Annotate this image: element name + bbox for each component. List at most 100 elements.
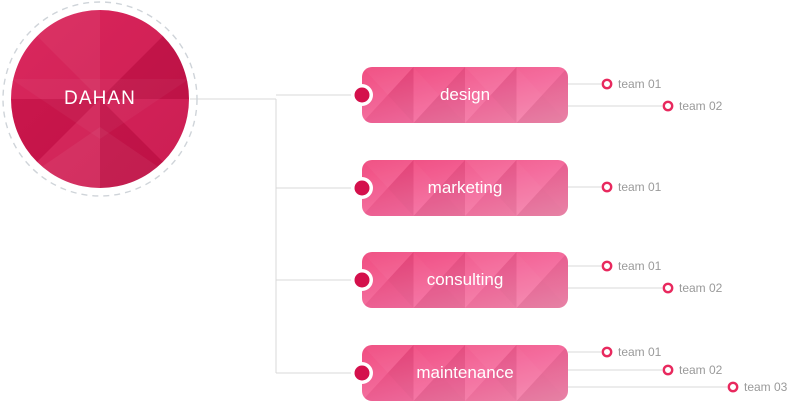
- facet-triangle: [362, 345, 414, 373]
- department-box[interactable]: [362, 67, 568, 123]
- department-box[interactable]: [362, 252, 568, 308]
- team-ring-fill: [663, 101, 673, 111]
- node-dot-design[interactable]: [354, 87, 370, 103]
- facet-triangle: [542, 345, 568, 401]
- facet-triangle: [465, 345, 491, 401]
- team-ring-icon[interactable]: [601, 181, 613, 193]
- root-facet-pattern: [11, 10, 189, 188]
- box-facet-pattern: [362, 67, 568, 123]
- team-ring-icon[interactable]: [662, 282, 674, 294]
- node-dot-maintenance[interactable]: [354, 365, 370, 381]
- facet-triangle: [465, 252, 517, 280]
- facet-triangle: [516, 95, 568, 123]
- facet-triangle: [490, 67, 517, 123]
- facet-triangle: [490, 160, 517, 216]
- facet-triangle: [465, 160, 491, 216]
- team-marker-maintenance-3[interactable]: [727, 381, 739, 393]
- team-ring-fill: [602, 182, 612, 192]
- department-node-design[interactable]: [362, 67, 568, 123]
- department-box[interactable]: [362, 160, 568, 216]
- facet-triangle: [516, 280, 568, 308]
- team-ring-fill: [663, 365, 673, 375]
- team-marker-maintenance-2[interactable]: [662, 364, 674, 376]
- box-facet-pattern: [362, 160, 568, 216]
- department-node-marketing[interactable]: [362, 160, 568, 216]
- facet-triangle: [516, 67, 568, 95]
- team-ring-fill: [663, 283, 673, 293]
- facet-triangle: [11, 79, 189, 139]
- root-dashed-ring: [2, 1, 198, 197]
- team-marker-design-2[interactable]: [662, 100, 674, 112]
- team-marker-consulting-2[interactable]: [662, 282, 674, 294]
- facet-triangle: [516, 188, 568, 216]
- team-marker-design-1[interactable]: [601, 78, 613, 90]
- department-box[interactable]: [362, 345, 568, 401]
- box-facet-pattern: [362, 252, 568, 308]
- facet-triangle: [362, 160, 388, 216]
- team-marker-consulting-1[interactable]: [601, 260, 613, 272]
- team-ring-icon[interactable]: [662, 100, 674, 112]
- facet-triangle: [439, 252, 465, 308]
- facet-triangle: [413, 345, 440, 401]
- facet-triangle: [490, 252, 517, 308]
- node-dot-marketing[interactable]: [354, 180, 370, 196]
- team-marker-maintenance-1[interactable]: [601, 346, 613, 358]
- facet-triangle: [516, 252, 543, 308]
- facet-triangle: [413, 345, 465, 373]
- facet-triangle: [542, 67, 568, 123]
- team-ring-fill: [728, 382, 738, 392]
- team-ring-fill: [602, 79, 612, 89]
- facet-triangle: [516, 67, 543, 123]
- facet-triangle: [387, 252, 414, 308]
- facet-triangle: [465, 160, 517, 188]
- department-node-consulting[interactable]: [362, 252, 568, 308]
- facet-triangle: [362, 252, 414, 280]
- team-markers: [351, 78, 739, 393]
- team-ring-icon[interactable]: [727, 381, 739, 393]
- facet-triangle: [387, 67, 414, 123]
- facet-triangle: [362, 67, 388, 123]
- root-circle: [11, 10, 189, 188]
- facet-triangle: [465, 345, 517, 373]
- facet-triangle: [413, 373, 465, 401]
- facet-triangle: [516, 160, 543, 216]
- facet-triangle: [362, 67, 414, 95]
- facet-triangle: [413, 95, 465, 123]
- connector-lines: [190, 83, 727, 388]
- facet-triangle: [516, 373, 568, 401]
- node-dot-consulting[interactable]: [354, 272, 370, 288]
- facet-triangle: [516, 345, 543, 401]
- root-node: [2, 1, 198, 197]
- facet-triangle: [490, 345, 517, 401]
- team-ring-fill: [602, 347, 612, 357]
- box-facet-pattern: [362, 345, 568, 401]
- facet-triangle: [465, 67, 517, 95]
- facet-triangle: [516, 252, 568, 280]
- team-ring-icon[interactable]: [601, 260, 613, 272]
- facet-triangle: [413, 67, 465, 95]
- facet-triangle: [516, 345, 568, 373]
- team-ring-icon[interactable]: [601, 346, 613, 358]
- facet-triangle: [11, 127, 189, 188]
- facet-triangle: [362, 160, 414, 188]
- facet-triangle: [387, 160, 414, 216]
- team-ring-fill: [602, 261, 612, 271]
- team-ring-icon[interactable]: [662, 364, 674, 376]
- facet-triangle: [362, 252, 388, 308]
- facet-triangle: [465, 252, 491, 308]
- facet-triangle: [413, 160, 465, 188]
- department-node-maintenance[interactable]: [362, 345, 568, 401]
- facet-triangle: [413, 160, 440, 216]
- department-boxes: [362, 67, 568, 401]
- facet-triangle: [439, 345, 465, 401]
- team-marker-marketing-1[interactable]: [601, 181, 613, 193]
- team-ring-icon[interactable]: [601, 78, 613, 90]
- facet-triangle: [387, 345, 414, 401]
- facet-triangle: [413, 188, 465, 216]
- facet-triangle: [542, 160, 568, 216]
- facet-triangle: [542, 252, 568, 308]
- facet-triangle: [439, 67, 465, 123]
- facet-triangle: [413, 252, 440, 308]
